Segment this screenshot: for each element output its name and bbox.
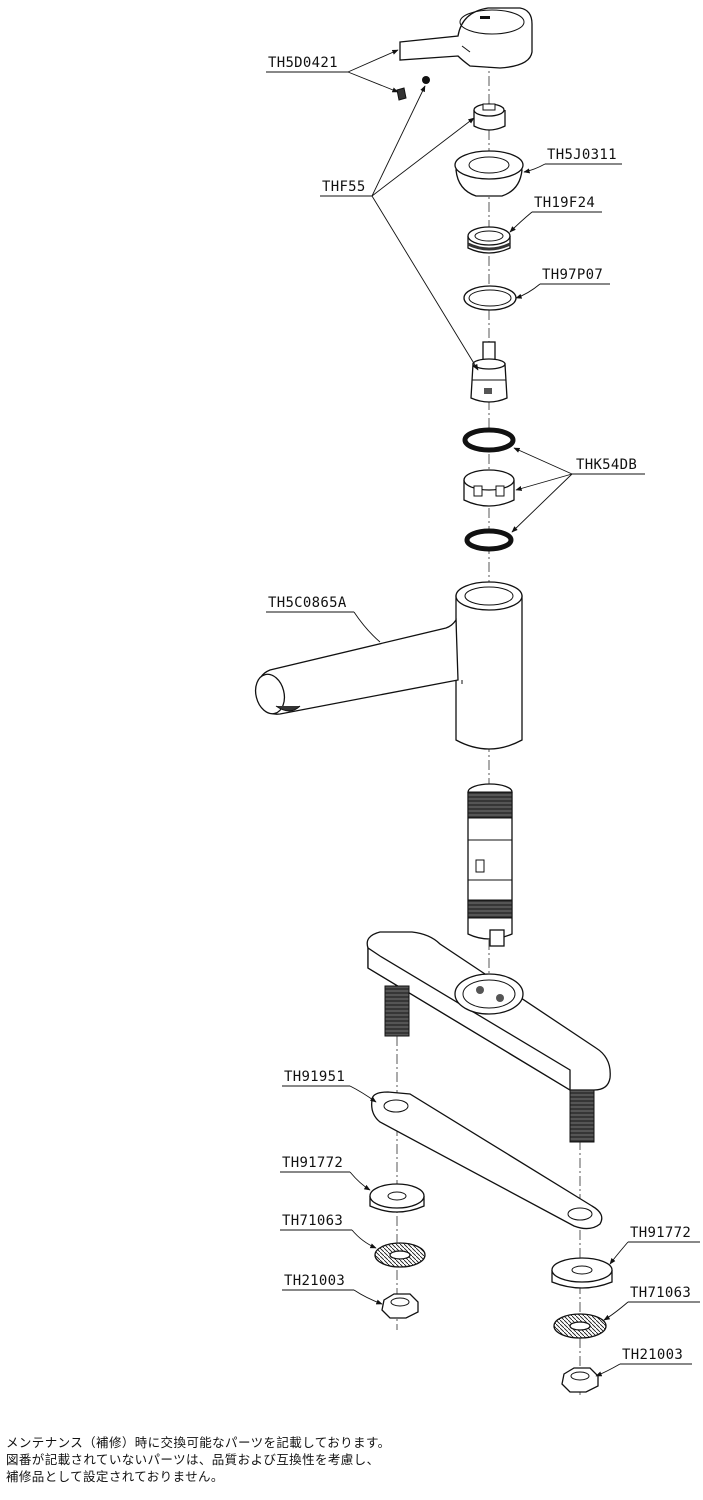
note-line-2: 図番が記載されていないパーツは、品質および互換性を考慮し、 bbox=[6, 1452, 380, 1467]
label-hex-nut-left: TH21003 bbox=[284, 1273, 345, 1289]
label-lever-handle: TH5D0421 bbox=[268, 55, 338, 71]
packing-cage bbox=[463, 469, 515, 507]
right-stud-bolt bbox=[569, 1089, 595, 1143]
washer-right bbox=[551, 1257, 613, 1289]
washer-left bbox=[369, 1183, 425, 1213]
snap-ring bbox=[463, 285, 517, 311]
label-screw: THF55 bbox=[322, 179, 366, 195]
lock-washer-left bbox=[374, 1242, 426, 1268]
maintenance-note: メンテナンス（補修）時に交換可能なパーツを記載しております。 図番が記載されてい… bbox=[6, 1434, 391, 1485]
hex-nut-right bbox=[561, 1367, 599, 1393]
nut-ring bbox=[467, 226, 511, 254]
top-adapter bbox=[473, 103, 506, 131]
hex-nut-left bbox=[381, 1293, 419, 1319]
leader-lines bbox=[266, 49, 700, 1377]
note-line-1: メンテナンス（補修）時に交換可能なパーツを記載しております。 bbox=[6, 1435, 391, 1450]
label-washer-right: TH91772 bbox=[630, 1225, 691, 1241]
label-lock-washer-left: TH71063 bbox=[282, 1213, 343, 1229]
note-line-3: 補修品として設定されておりません。 bbox=[6, 1469, 224, 1484]
label-lock-washer-right: TH71063 bbox=[630, 1285, 691, 1301]
upper-o-ring bbox=[462, 427, 516, 453]
lever-handle bbox=[399, 7, 533, 69]
label-hex-nut-right: TH21003 bbox=[622, 1347, 683, 1363]
base-plate bbox=[366, 931, 611, 1092]
cartridge bbox=[470, 341, 508, 403]
lock-washer-right bbox=[553, 1313, 607, 1339]
set-screw bbox=[396, 87, 407, 101]
lower-o-ring bbox=[464, 528, 514, 552]
label-packing-set: THK54DB bbox=[576, 457, 637, 473]
label-nut-ring: TH19F24 bbox=[534, 195, 595, 211]
label-snap-ring: TH97P07 bbox=[542, 267, 603, 283]
spout-body bbox=[254, 581, 523, 750]
label-washer-left: TH91772 bbox=[282, 1155, 343, 1171]
label-cap-ring: TH5J0311 bbox=[547, 147, 617, 163]
label-spout-body: TH5C0865A bbox=[268, 595, 347, 611]
left-stud-bolt bbox=[384, 985, 410, 1037]
cap-ring bbox=[454, 150, 524, 197]
label-base-gasket: TH91951 bbox=[284, 1069, 345, 1085]
exploded-parts-diagram: TH5D0421 THF55 TH5J0311 TH19F24 TH97P07 … bbox=[254, 7, 700, 1395]
screw-dot bbox=[422, 76, 430, 84]
base-gasket bbox=[371, 1091, 603, 1230]
valve-shaft bbox=[467, 783, 513, 947]
